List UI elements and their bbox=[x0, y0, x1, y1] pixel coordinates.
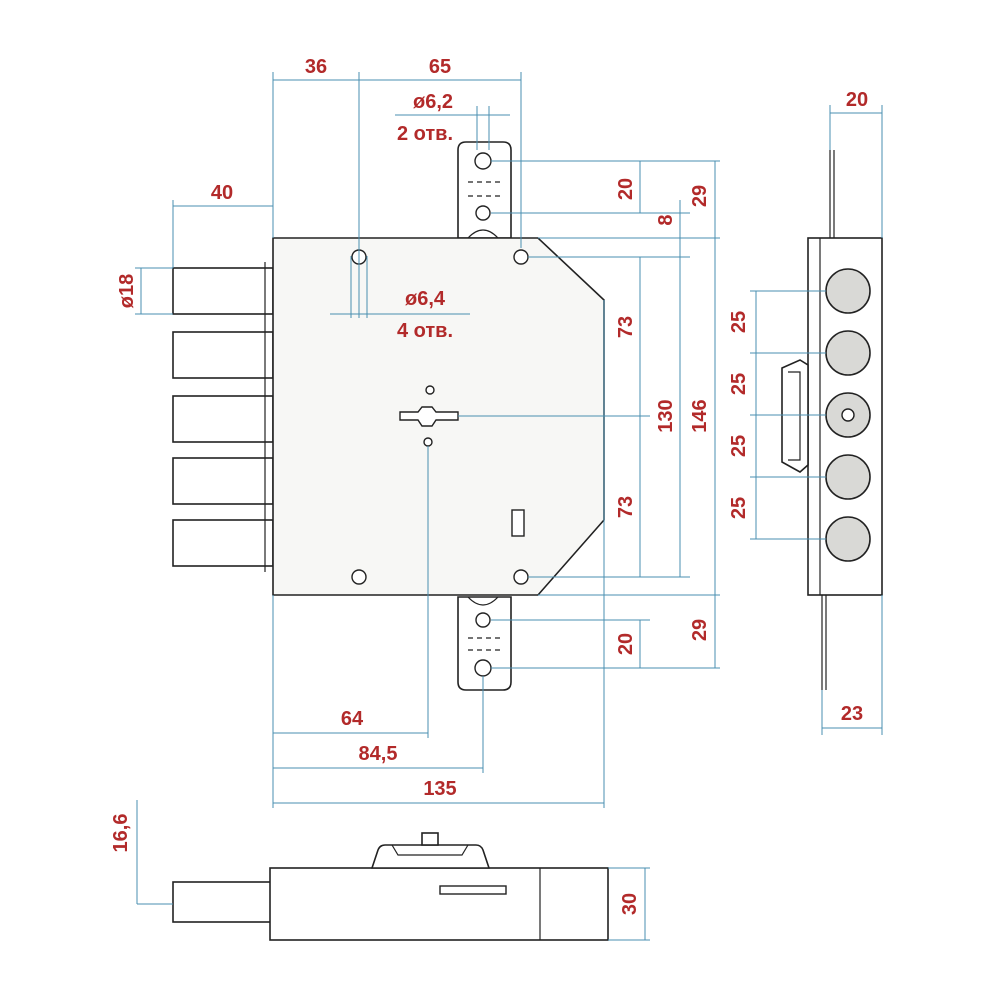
mount-hole-bl bbox=[351, 569, 367, 585]
side-cylinder bbox=[781, 359, 809, 473]
bolt-5 bbox=[172, 519, 274, 567]
dim-side-23: 23 bbox=[841, 703, 863, 725]
tab-hole-mid bbox=[475, 205, 491, 221]
top-mounting-tab bbox=[457, 141, 512, 239]
dim-29-bottom: 29 bbox=[689, 619, 711, 641]
slot bbox=[511, 509, 525, 537]
dim-73-top: 73 bbox=[615, 316, 637, 338]
dim-side-25-3: 25 bbox=[728, 435, 750, 457]
dim-bottom-30: 30 bbox=[619, 893, 641, 915]
front-view: 36 65 ø6,2 2 отв. 40 ø18 ø6,4 4 отв. 20 … bbox=[116, 56, 720, 808]
dim-hole-6-2: ø6,2 bbox=[413, 91, 453, 113]
tab-hole-bottom bbox=[474, 659, 492, 677]
bolts bbox=[172, 262, 274, 572]
bolt-4 bbox=[172, 457, 274, 505]
dim-dia-18: ø18 bbox=[116, 274, 138, 308]
side-bolt-1 bbox=[825, 268, 871, 314]
dim-hole-6-2-note: 2 отв. bbox=[397, 123, 453, 145]
dim-side-20: 20 bbox=[846, 89, 868, 111]
dim-20-top: 20 bbox=[615, 178, 637, 200]
side-view: 20 25 25 25 25 23 bbox=[728, 89, 883, 735]
side-extension-lines bbox=[750, 105, 883, 735]
dim-20-bottom: 20 bbox=[615, 633, 637, 655]
bolt-1 bbox=[172, 267, 274, 315]
front-dimension-labels: 36 65 ø6,2 2 отв. 40 ø18 ø6,4 4 отв. 20 … bbox=[116, 56, 711, 800]
bottom-extension-lines bbox=[136, 800, 650, 941]
tab-hole-top bbox=[474, 152, 492, 170]
bottom-bolt bbox=[172, 881, 274, 923]
dim-8: 8 bbox=[655, 214, 677, 225]
keyhole bbox=[399, 385, 459, 447]
side-bolt-5 bbox=[825, 516, 871, 562]
front-dimension-lines bbox=[140, 79, 716, 804]
side-dimension-labels: 20 25 25 25 25 23 bbox=[728, 89, 868, 725]
dim-side-25-4: 25 bbox=[728, 497, 750, 519]
dim-side-25-2: 25 bbox=[728, 373, 750, 395]
side-bolt-2 bbox=[825, 330, 871, 376]
bottom-cylinder bbox=[370, 844, 491, 869]
dim-hole-6-4: ø6,4 bbox=[405, 288, 446, 310]
dim-side-25-1: 25 bbox=[728, 311, 750, 333]
dim-84-5: 84,5 bbox=[359, 743, 398, 765]
dim-40: 40 bbox=[211, 182, 233, 204]
mount-hole-br bbox=[513, 569, 529, 585]
dim-bottom-16-6: 16,6 bbox=[110, 814, 132, 853]
dim-29-top: 29 bbox=[689, 185, 711, 207]
dim-135: 135 bbox=[423, 778, 456, 800]
tab-hole-mid-bottom bbox=[475, 612, 491, 628]
dim-65: 65 bbox=[429, 56, 451, 78]
bolt-3 bbox=[172, 395, 274, 443]
dim-hole-6-4-note: 4 отв. bbox=[397, 320, 453, 342]
dim-73-bottom: 73 bbox=[615, 496, 637, 518]
bottom-view: 16,6 30 bbox=[110, 800, 650, 941]
bottom-body bbox=[269, 867, 609, 941]
dim-64: 64 bbox=[341, 708, 364, 730]
dim-36: 36 bbox=[305, 56, 327, 78]
bolt-2 bbox=[172, 331, 274, 379]
side-bolt-4 bbox=[825, 454, 871, 500]
dim-146: 146 bbox=[689, 399, 711, 432]
front-extension-lines bbox=[135, 72, 720, 808]
dim-130: 130 bbox=[655, 399, 677, 432]
bottom-slot bbox=[439, 885, 507, 895]
mount-hole-tr bbox=[513, 249, 529, 265]
